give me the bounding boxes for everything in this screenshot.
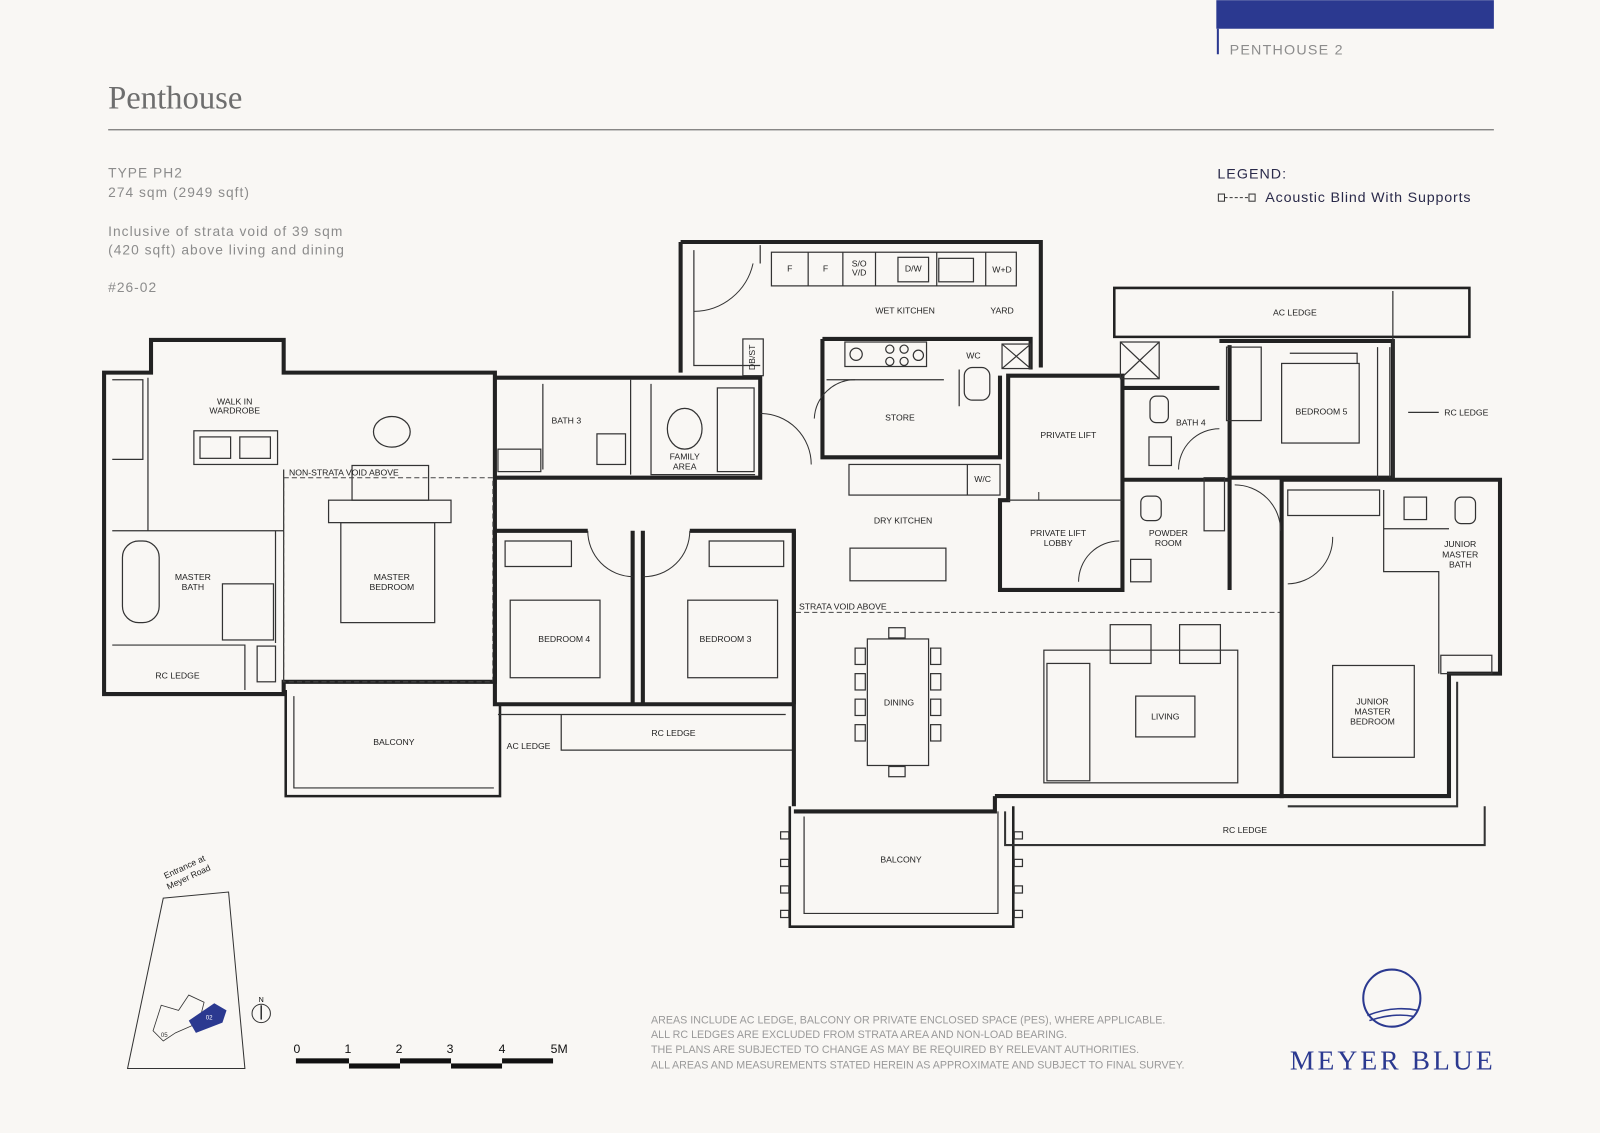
label-bedroom4: BEDROOM 4 [538,634,590,644]
label-rc-ledge-bottom: RC LEDGE [1223,825,1267,835]
label-master-bath: MASTER [175,572,211,582]
key-plan: Entrance at Meyer Road 02 05 N [126,853,271,1070]
label-bath4: BATH 4 [1176,418,1206,428]
scale-tick: 3 [447,1042,454,1056]
label-rc-ledge-bedrooms: RC LEDGE [651,728,695,738]
label-oven: S/O [852,259,867,269]
label-yard: YARD [990,305,1013,315]
label-balcony-main: BALCONY [880,854,922,864]
acoustic-blind-icon [1217,193,1256,202]
label-non-strata-void: NON-STRATA VOID ABOVE [289,468,399,478]
label-jr-master-bedroom: JUNIOR [1356,696,1388,706]
scale-tick: 5M [551,1042,568,1056]
label-walk-in-wardrobe-2: WARDROBE [209,405,260,415]
legend-title: LEGEND: [1217,167,1287,183]
scale-bar: 0 1 2 3 4 5M [294,1042,568,1069]
scale-tick: 2 [396,1042,403,1056]
void-note-line2: (420 sqft) above living and dining [108,242,345,257]
label-jr-master-bedroom-3: BEDROOM [1350,717,1395,727]
room-labels: WALK IN WARDROBE NON-STRATA VOID ABOVE M… [155,259,1488,865]
unit-area: 274 sqm (2949 sqft) [108,185,250,200]
label-walk-in-wardrobe: WALK IN [217,396,252,406]
legend-item: Acoustic Blind With Supports [1265,190,1471,206]
label-jr-master-bath-2: MASTER [1442,549,1478,559]
label-private-lift: PRIVATE LIFT [1040,430,1097,440]
key-plan-unit-05: 05 [161,1032,168,1039]
label-strata-void: STRATA VOID ABOVE [799,601,887,611]
label-store: STORE [885,413,915,423]
label-wet-kitchen: WET KITCHEN [875,305,934,315]
page-title: Penthouse [108,80,242,116]
label-private-lift-lobby: PRIVATE LIFT [1030,528,1087,538]
header-tab-label: PENTHOUSE 2 [1230,42,1344,58]
label-ac-ledge-bottom: AC LEDGE [507,741,551,751]
label-rc-ledge-right: RC LEDGE [1444,407,1488,417]
label-ac-ledge-top: AC LEDGE [1273,307,1317,317]
label-fridge-1: F [787,264,792,274]
brand-name: MEYER BLUE [1290,1045,1496,1076]
void-note-line1: Inclusive of strata void of 39 sqm [108,224,343,239]
scale-tick: 0 [294,1042,301,1056]
label-jr-master-bath: JUNIOR [1444,539,1476,549]
header-tab-banner [1216,0,1494,29]
label-bedroom5: BEDROOM 5 [1295,406,1347,416]
north-label: N [259,996,264,1004]
disclaimer-notes: AREAS INCLUDE AC LEDGE, BALCONY OR PRIVA… [651,1015,1185,1072]
note-line: AREAS INCLUDE AC LEDGE, BALCONY OR PRIVA… [651,1015,1165,1027]
label-private-lift-lobby-2: LOBBY [1044,538,1073,548]
unit-number: #26-02 [108,280,157,295]
label-fridge-2: F [823,264,828,274]
label-jr-master-bedroom-2: MASTER [1354,706,1390,716]
label-living: LIVING [1151,712,1180,722]
brand-logo-icon [1362,968,1422,1028]
label-master-bath-2: BATH [182,582,204,592]
label-dishwasher: D/W [905,264,923,274]
scale-tick: 4 [499,1042,506,1056]
label-family-area: FAMILY [670,451,700,461]
label-bedroom3: BEDROOM 3 [700,634,752,644]
label-w-c: W/C [974,474,991,484]
brand-logo: MEYER BLUE [1290,968,1496,1076]
label-bath3: BATH 3 [551,416,581,426]
key-plan-unit-02: 02 [206,1015,213,1022]
label-db-st: DB/ST [747,344,757,370]
label-jr-master-bath-3: BATH [1449,560,1471,570]
label-washer-dryer: W+D [992,265,1011,275]
label-family-area-2: AREA [673,462,697,472]
key-plan-unit-highlight [188,1003,227,1033]
unit-type: TYPE PH2 [108,166,183,181]
floor-plan [102,239,1503,928]
note-line: ALL AREAS AND MEASUREMENTS STATED HEREIN… [651,1060,1185,1072]
scale-tick: 1 [345,1042,352,1056]
label-dining: DINING [884,697,915,707]
north-arrow-icon [251,1003,271,1024]
label-powder-room: POWDER [1149,528,1188,538]
label-powder-room-2: ROOM [1155,538,1182,548]
label-wc: WC [966,350,980,360]
label-rc-ledge-master: RC LEDGE [155,671,199,681]
label-master-bedroom-2: BEDROOM [369,582,414,592]
master-bed-icon [327,464,452,624]
label-oven-2: V/D [852,268,866,278]
note-line: ALL RC LEDGES ARE EXCLUDED FROM STRATA A… [651,1029,1067,1041]
note-line: THE PLANS ARE SUBJECTED TO CHANGE AS MAY… [651,1044,1139,1056]
label-master-bedroom: MASTER [374,572,410,582]
label-dry-kitchen: DRY KITCHEN [874,516,932,526]
label-balcony-master: BALCONY [373,737,415,747]
